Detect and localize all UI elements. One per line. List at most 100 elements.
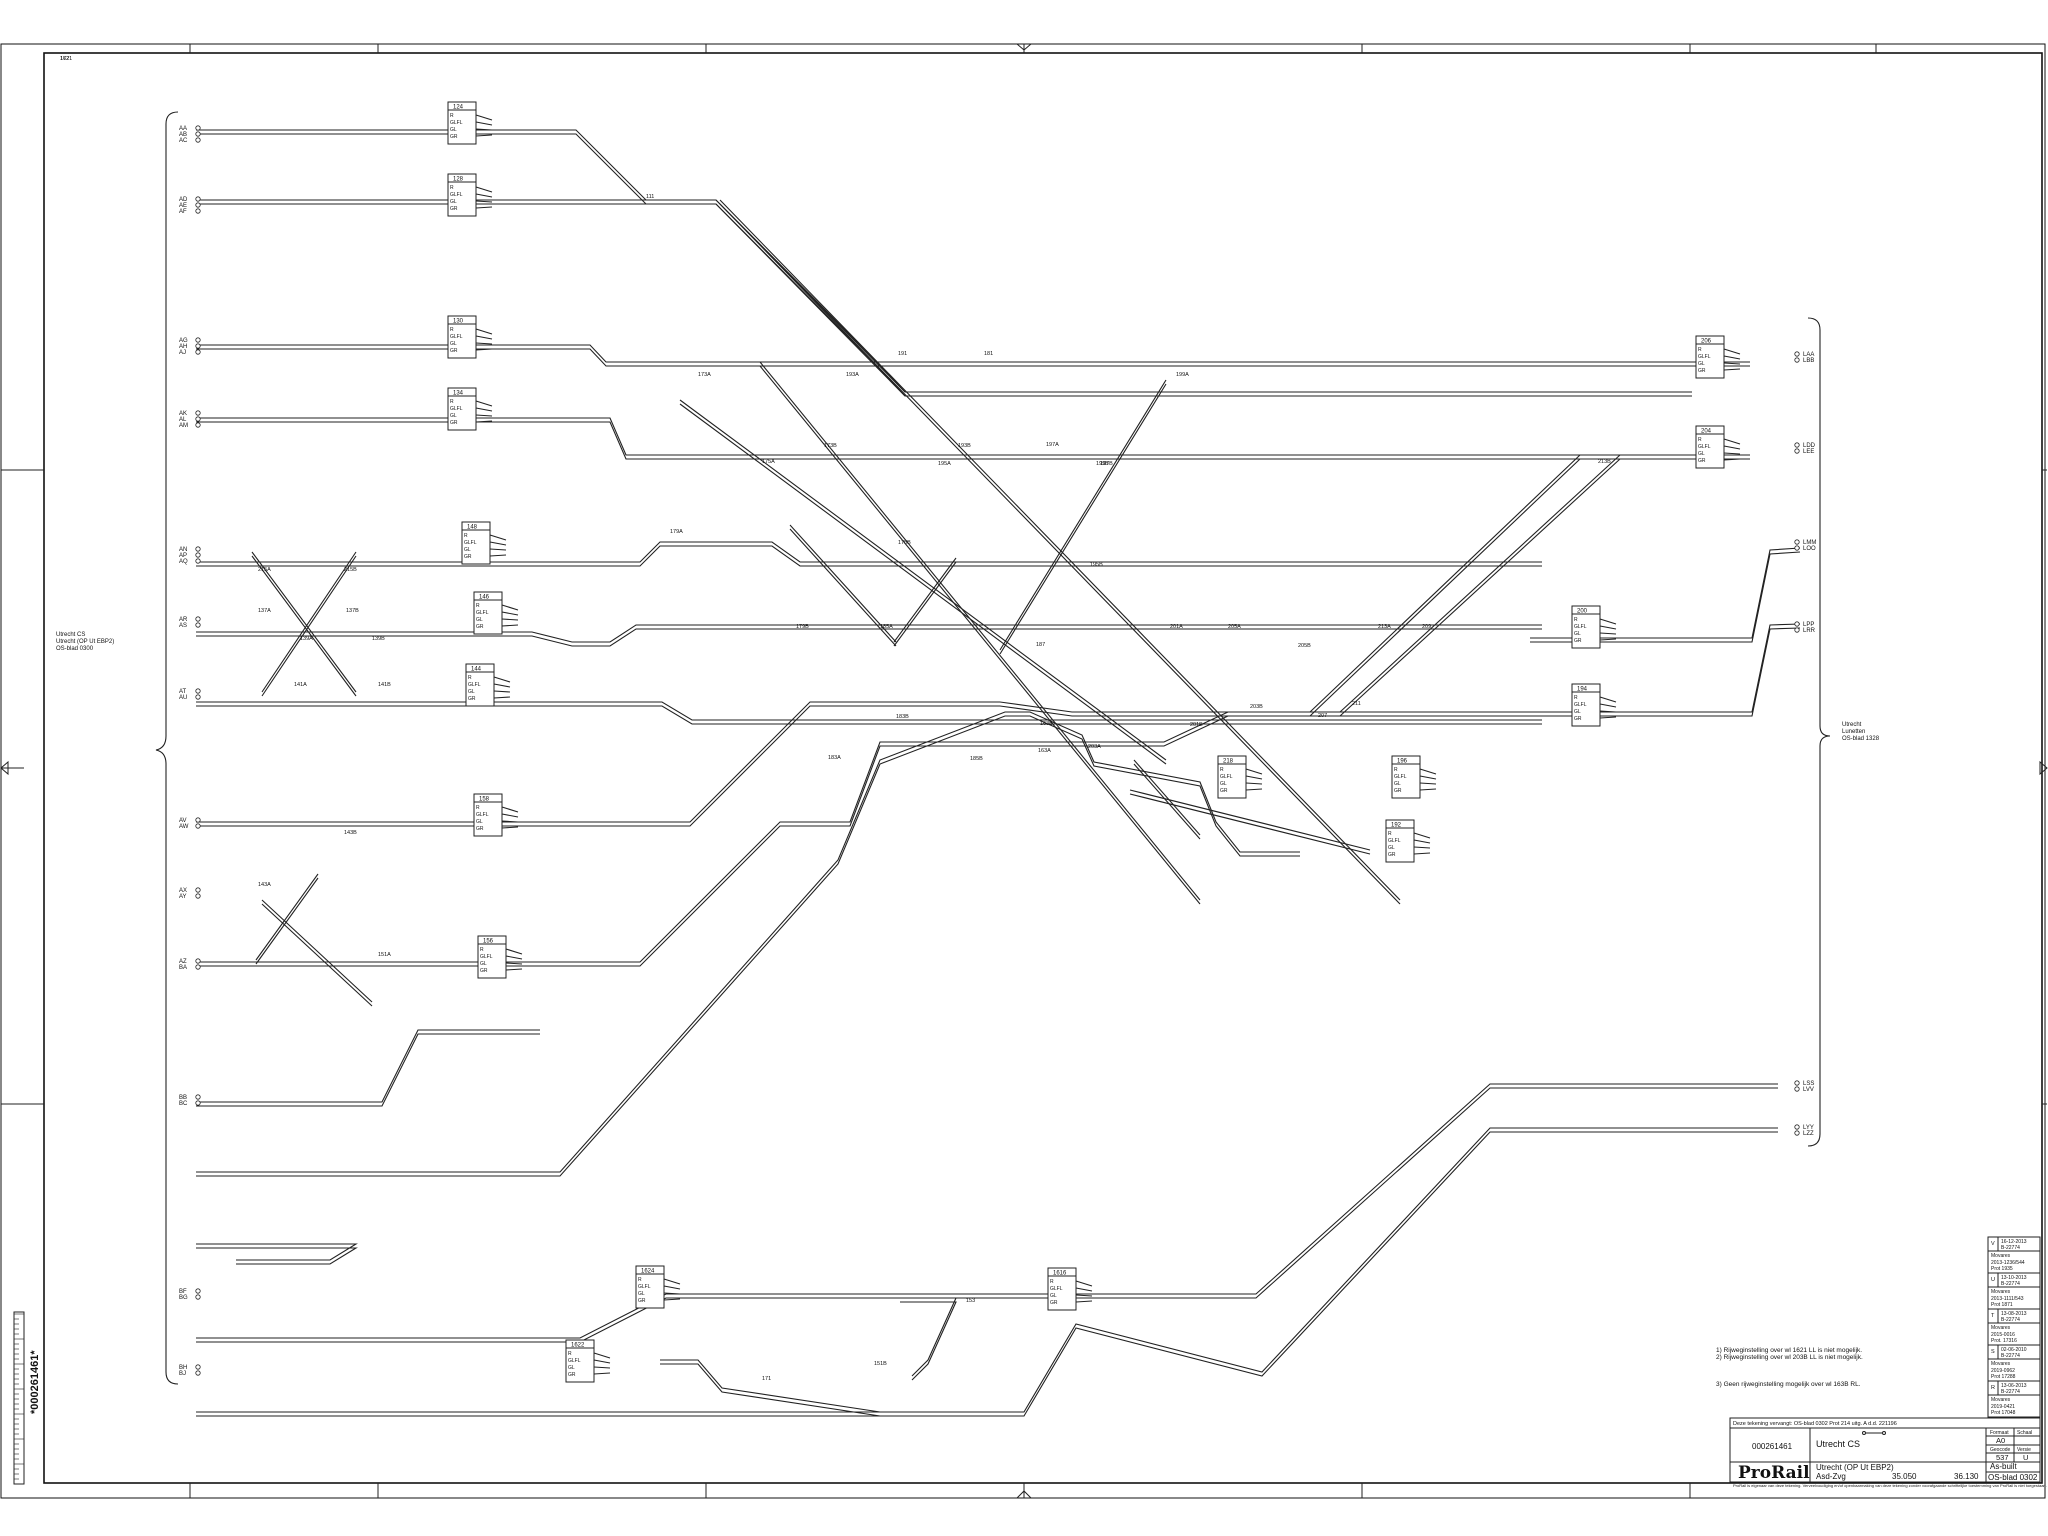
- svg-text:OS-blad 0302: OS-blad 0302: [1988, 1473, 2038, 1482]
- signal-number: 204: [1701, 429, 1712, 435]
- switch-label: 173B: [824, 443, 837, 449]
- switch-label: 139B: [372, 636, 385, 642]
- signal-aspect: GR: [476, 826, 484, 832]
- signal-aspect: R: [568, 1351, 572, 1357]
- track-label-lyy: LYY: [1803, 1125, 1814, 1131]
- signal-number: 134: [453, 391, 464, 397]
- signal-aspect: R: [1220, 767, 1224, 773]
- signal-aspect: GLFL: [450, 192, 463, 198]
- switch-label: 141B: [378, 682, 391, 688]
- track-label-bg: BG: [179, 1295, 188, 1301]
- track-label-lpp: LPP: [1803, 622, 1814, 628]
- signal-number: 130: [453, 319, 464, 325]
- frame-ticks: [0, 43, 2048, 1499]
- revision-date: 02-06-2010: [2001, 1347, 2027, 1353]
- track-label-ba: BA: [179, 965, 187, 971]
- track-line: [196, 417, 1692, 456]
- signal-number: 192: [1391, 823, 1402, 829]
- track-label-az: AZ: [179, 959, 187, 965]
- signal-number: 206: [1701, 339, 1712, 345]
- track-line: [1530, 551, 1801, 643]
- track-label-ab: AB: [179, 132, 187, 138]
- svg-text:1) Rijweginstelling over wl 16: 1) Rijweginstelling over wl 1621 LL is n…: [1716, 1347, 1862, 1354]
- signal-aspect: GR: [1394, 788, 1402, 794]
- track-line: [1133, 759, 1201, 836]
- track-line: [789, 528, 897, 647]
- track-label-at: AT: [179, 689, 187, 695]
- track-end-icon: [195, 546, 201, 552]
- prorail-logo: ProRail: [1738, 1463, 1810, 1483]
- track-line: [660, 1359, 881, 1413]
- switch-label: 1621: [60, 56, 72, 62]
- track-label-aw: AW: [179, 824, 189, 830]
- signal-number: 148: [467, 525, 478, 531]
- track-label-loo: LOO: [1803, 546, 1816, 552]
- revision-ref: B-22774: [2001, 1317, 2020, 1323]
- switch-label: 139A: [300, 636, 313, 642]
- track-line: [719, 199, 1401, 901]
- track-line: [1500, 623, 1801, 713]
- track-label-aa: AA: [179, 126, 187, 132]
- left-reference: Utrecht CS Utrecht (OP Ut EBP2) OS-blad …: [56, 632, 114, 652]
- switch-label: 205A: [1228, 624, 1241, 630]
- svg-text:3) Geen rijweginstelling mogel: 3) Geen rijweginstelling mogelijk over w…: [1716, 1381, 1861, 1388]
- track-label-af: AF: [179, 209, 187, 215]
- signal-aspect: GLFL: [1394, 774, 1407, 780]
- svg-text:ProRail is eigenaar van deze t: ProRail is eigenaar van deze tekening. V…: [1733, 1483, 2047, 1488]
- track-line: [261, 555, 357, 697]
- track-line: [1309, 458, 1581, 717]
- track-line: [196, 705, 1542, 725]
- switch-label: 172: [60, 56, 69, 62]
- revision-letter: T: [1991, 1313, 1995, 1319]
- signal-aspect: GL: [476, 819, 483, 825]
- track-label-lbb: LBB: [1803, 358, 1814, 364]
- track-line: [196, 624, 1542, 643]
- track-label-ldd: LDD: [1803, 443, 1816, 449]
- microfilm-number: *000261461*: [29, 1350, 41, 1414]
- track-end-icon: [1794, 442, 1800, 448]
- signal-aspect: GL: [450, 413, 457, 419]
- signal-aspect: GLFL: [464, 540, 477, 546]
- signal-aspect: GR: [1388, 852, 1396, 858]
- signal-aspect: GLFL: [450, 406, 463, 412]
- svg-text:Utrecht: Utrecht: [1842, 722, 1862, 728]
- signal-aspect: GL: [480, 961, 487, 967]
- track-line: [1530, 547, 1801, 639]
- track-line: [999, 383, 1167, 655]
- track-end-icon: [195, 208, 201, 214]
- track-line: [196, 344, 1668, 363]
- revision-note: Prot 17048: [1991, 1410, 2016, 1416]
- signal-aspect: GR: [1698, 368, 1706, 374]
- signal-aspect: GL: [464, 547, 471, 553]
- svg-text:A0: A0: [1996, 1436, 2005, 1445]
- track-line: [1133, 763, 1201, 840]
- switch-label: 143B: [344, 830, 357, 836]
- track-line: [1129, 793, 1371, 855]
- track-line: [196, 1127, 1778, 1413]
- track-label-ae: AE: [179, 203, 187, 209]
- signal-aspect: GR: [476, 624, 484, 630]
- track-end-icon: [195, 694, 201, 700]
- switch-label: 171: [762, 1376, 771, 1382]
- switch-label: 151A: [378, 952, 391, 958]
- track-label-av: AV: [179, 818, 187, 824]
- track-line: [759, 361, 1201, 901]
- revision-protocol: 2013-1236/544: [1991, 1260, 2025, 1266]
- revision-letter: R: [1991, 1385, 1995, 1391]
- signal-aspect: GR: [638, 1298, 646, 1304]
- signal-aspect: GR: [1574, 638, 1582, 644]
- svg-text:Utrecht CS: Utrecht CS: [56, 632, 85, 638]
- signal-aspect: GR: [464, 554, 472, 560]
- track-label-au: AU: [179, 695, 187, 701]
- revision-protocol: 2019-0421: [1991, 1404, 2015, 1410]
- signal-aspect: GL: [1574, 709, 1581, 715]
- track-label-lvv: LVV: [1803, 1087, 1814, 1093]
- microfilm-ruler: *000261461*: [13, 1311, 41, 1485]
- switch-label: 163B: [1040, 721, 1053, 727]
- signal-aspect: GR: [568, 1372, 576, 1378]
- track-line: [1500, 627, 1801, 717]
- track-end-icon: [1794, 627, 1800, 633]
